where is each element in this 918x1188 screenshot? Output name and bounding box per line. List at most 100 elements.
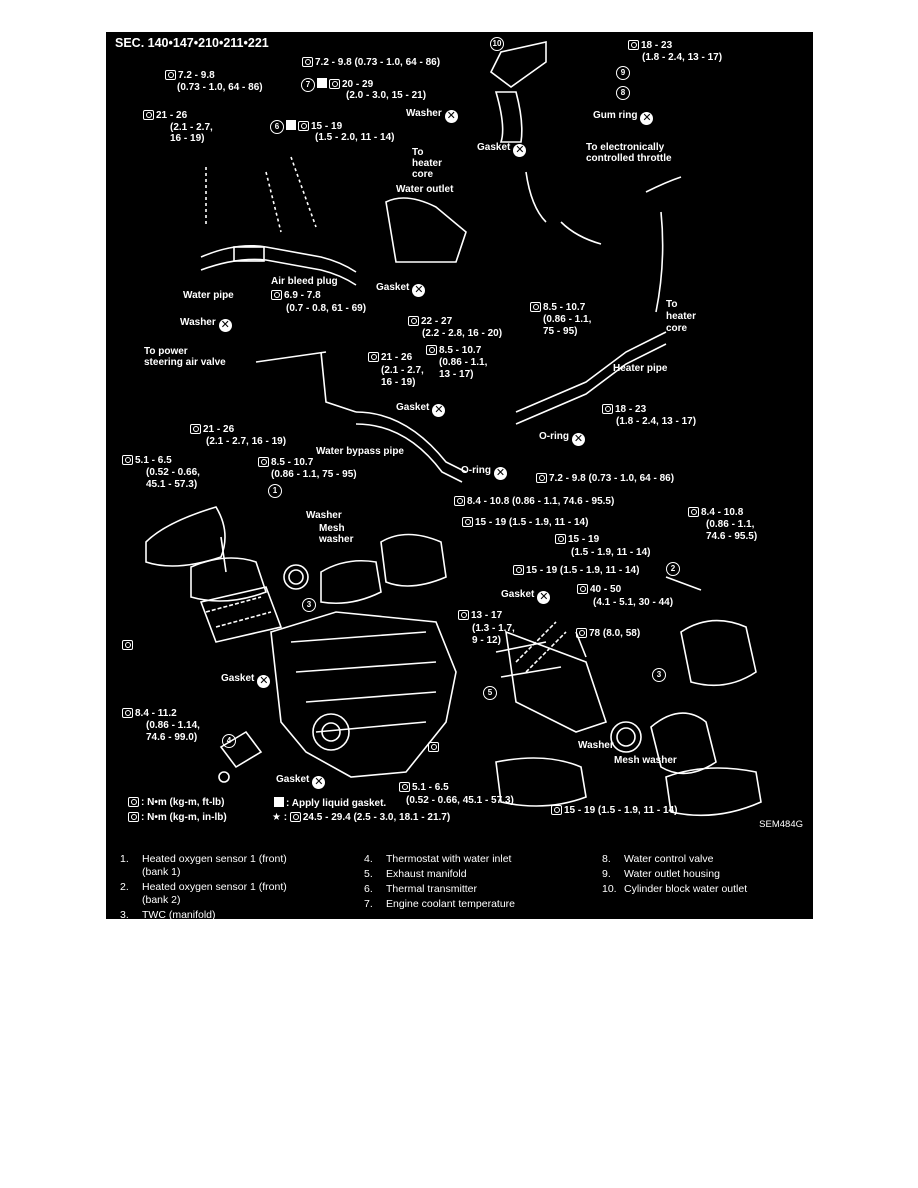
torque-callout-detail: (0.86 - 1.14, bbox=[146, 720, 200, 731]
torque-wrench-icon bbox=[458, 610, 469, 620]
torque-callout-detail: 13 - 17) bbox=[439, 369, 474, 380]
torque-callout: 7.2 - 9.8 (0.73 - 1.0, 64 - 86) bbox=[536, 473, 674, 484]
torque-wrench-inlb-icon bbox=[399, 782, 410, 792]
torque-callout: 5.1 - 6.5 bbox=[122, 455, 172, 466]
replace-x-icon: ✕ bbox=[513, 144, 527, 157]
gum-ring-label: Gum ring✕ bbox=[593, 110, 654, 125]
torque-callout: 5.1 - 6.5 bbox=[399, 782, 449, 793]
torque-callout-detail: 75 - 95) bbox=[543, 326, 578, 337]
legend-item: 6.Thermal transmitter bbox=[364, 883, 478, 895]
to-power-steering-label: To power bbox=[144, 346, 188, 357]
torque-callout-detail: 16 - 19) bbox=[170, 133, 205, 144]
washer-label: Washer✕ bbox=[406, 108, 458, 123]
gasket-label: Gasket✕ bbox=[396, 402, 446, 417]
mesh-washer-label: Mesh washer bbox=[614, 755, 677, 766]
key-torque-ftlb: : N•m (kg-m, ft-lb) bbox=[128, 797, 225, 808]
torque-wrench-icon bbox=[298, 121, 309, 131]
water-pipe-label: Water pipe bbox=[183, 290, 234, 301]
torque-callout: 8.5 - 10.7 bbox=[258, 457, 313, 468]
torque-callout-detail: (2.1 - 2.7, bbox=[170, 122, 213, 133]
air-bleed-plug-label: Air bleed plug bbox=[271, 276, 338, 287]
to-throttle-label: To electronically bbox=[586, 142, 665, 153]
part-number-7: 7 bbox=[301, 78, 315, 92]
torque-callout-detail: 74.6 - 99.0) bbox=[146, 732, 198, 743]
washer-label: Washer bbox=[578, 740, 614, 751]
part-number-8: 8 bbox=[616, 86, 630, 100]
to-heater-core-label: To bbox=[412, 147, 424, 158]
torque-wrench-icon bbox=[576, 628, 587, 638]
gasket-label: Gasket✕ bbox=[376, 282, 426, 297]
torque-callout: 40 - 50 bbox=[577, 584, 621, 595]
to-heater-core-label: heater bbox=[412, 158, 443, 169]
torque-callout-detail: (0.52 - 0.66, bbox=[146, 467, 200, 478]
torque-wrench-inlb-icon bbox=[271, 290, 282, 300]
legend-item: 9.Water outlet housing bbox=[602, 868, 720, 880]
torque-wrench-icon bbox=[289, 812, 301, 822]
legend-item: 2.Heated oxygen sensor 1 (front)(bank 2) bbox=[120, 881, 287, 906]
legend-item: 5.Exhaust manifold bbox=[364, 868, 467, 880]
torque-wrench-inlb-icon bbox=[122, 455, 133, 465]
to-heater-core-label: To bbox=[666, 299, 678, 310]
torque-wrench-icon bbox=[329, 79, 340, 89]
torque-wrench-inlb-icon bbox=[426, 345, 437, 355]
replace-x-icon: ✕ bbox=[312, 776, 326, 789]
legend-item: 7.Engine coolant temperature bbox=[364, 898, 515, 910]
torque-wrench-inlb-icon bbox=[165, 70, 176, 80]
torque-wrench-inlb-icon bbox=[122, 708, 133, 718]
torque-callout-detail: (1.3 - 1.7, bbox=[472, 623, 515, 634]
figure-code: SEM484G bbox=[759, 819, 803, 830]
gasket-label: Gasket✕ bbox=[276, 774, 326, 789]
part-number-10: 10 bbox=[490, 37, 504, 51]
torque-wrench-inlb-icon bbox=[536, 473, 547, 483]
gasket-label: Gasket✕ bbox=[501, 589, 551, 604]
torque-callout: 15 - 19 (1.5 - 1.9, 11 - 14) bbox=[462, 517, 588, 528]
key-liquid-gasket: : Apply liquid gasket. bbox=[272, 797, 386, 809]
part-number-3: 3 bbox=[302, 598, 316, 612]
torque-callout: 15 - 19 bbox=[555, 534, 599, 545]
part-number-3: 3 bbox=[652, 668, 666, 682]
replace-x-icon: ✕ bbox=[640, 112, 654, 125]
torque-wrench-icon bbox=[128, 797, 139, 807]
to-heater-core-label: heater bbox=[666, 311, 697, 322]
torque-callout-detail: (4.1 - 5.1, 30 - 44) bbox=[593, 597, 674, 608]
torque-wrench-inlb-icon bbox=[128, 812, 139, 822]
torque-callout: 21 - 26 bbox=[190, 424, 234, 435]
engine-cooling-exploded-drawing bbox=[145, 41, 762, 817]
torque-callout: 21 - 26 bbox=[143, 110, 187, 121]
torque-wrench-icon bbox=[428, 742, 439, 752]
torque-callout-detail: (0.86 - 1.1, bbox=[543, 314, 592, 325]
mesh-washer-label: washer bbox=[319, 534, 354, 545]
mesh-washer-label: Mesh bbox=[319, 523, 345, 534]
torque-wrench-icon bbox=[143, 110, 154, 120]
torque-callout: 8.5 - 10.7 bbox=[530, 302, 585, 313]
torque-callout-detail: 45.1 - 57.3) bbox=[146, 479, 198, 490]
water-bypass-pipe-label: Water bypass pipe bbox=[316, 446, 404, 457]
torque-wrench-icon bbox=[602, 404, 613, 414]
torque-callout: 18 - 23 bbox=[628, 40, 672, 51]
replace-x-icon: ✕ bbox=[257, 675, 271, 688]
part-number-4: 4 bbox=[222, 734, 236, 748]
water-outlet-label: Water outlet bbox=[396, 184, 454, 195]
torque-wrench-inlb-icon bbox=[454, 496, 465, 506]
torque-callout-detail: (0.52 - 0.66, 45.1 - 57.3) bbox=[406, 795, 514, 806]
torque-callout-detail: (0.86 - 1.1, bbox=[439, 357, 488, 368]
replace-x-icon: ✕ bbox=[537, 591, 551, 604]
torque-wrench-icon bbox=[577, 584, 588, 594]
part-number-2: 2 bbox=[666, 562, 680, 576]
heater-pipe-label: Heater pipe bbox=[613, 363, 668, 374]
replace-x-icon: ✕ bbox=[572, 433, 585, 446]
torque-callout: 21 - 26 bbox=[368, 352, 412, 363]
key-torque-inlb: : N•m (kg-m, in-lb) bbox=[128, 812, 227, 823]
washer-label: Washer✕ bbox=[180, 317, 232, 332]
part-number-9: 9 bbox=[616, 66, 630, 80]
replace-x-icon: ✕ bbox=[444, 110, 458, 123]
torque-callout-detail: (1.8 - 2.4, 13 - 17) bbox=[642, 52, 723, 63]
torque-wrench-marker bbox=[428, 742, 441, 753]
torque-wrench-marker bbox=[122, 640, 135, 651]
diagram-panel: SEC. 140•147•210•211•221 7.2 - 9.8 (0.73… bbox=[106, 32, 813, 919]
torque-wrench-icon bbox=[628, 40, 639, 50]
torque-wrench-inlb-icon bbox=[530, 302, 541, 312]
torque-callout: 18 - 23 bbox=[602, 404, 646, 415]
